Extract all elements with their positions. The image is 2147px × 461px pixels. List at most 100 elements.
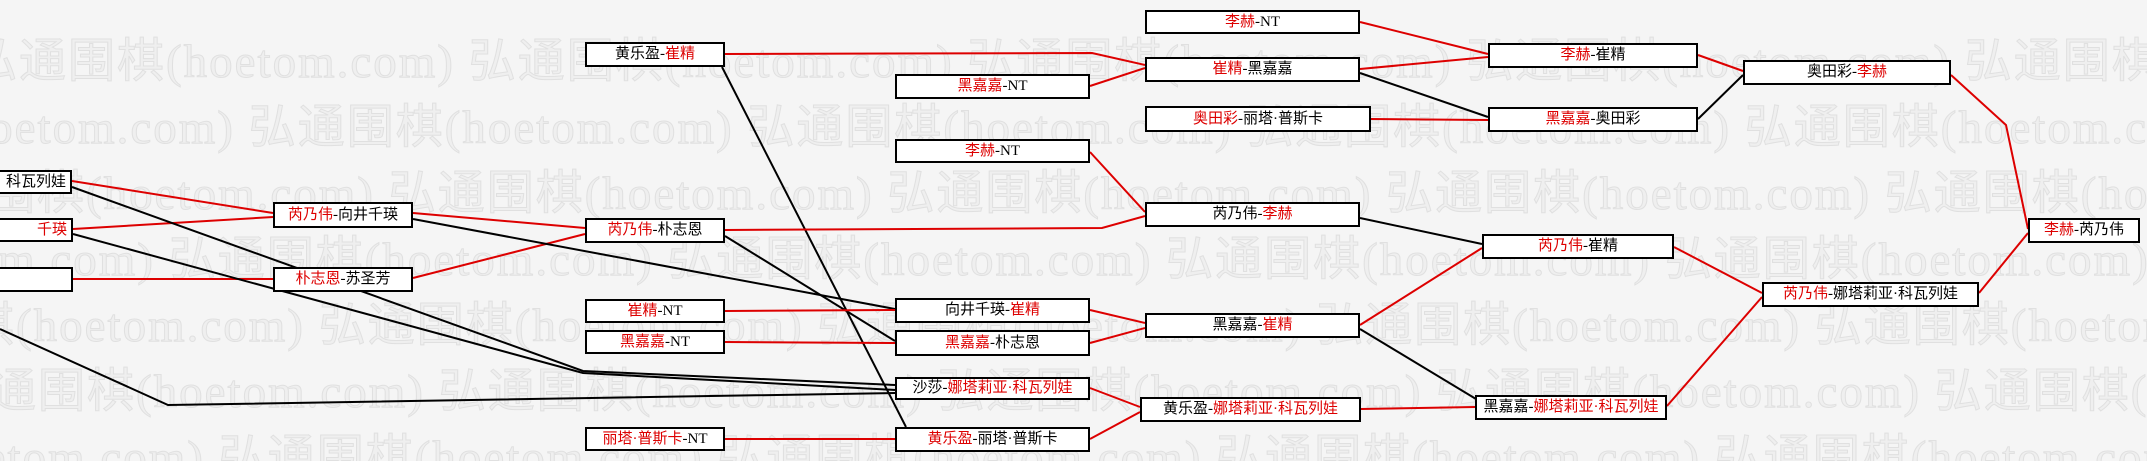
loser-path-line: [721, 66, 907, 428]
player-name: 黑嘉嘉: [1212, 317, 1258, 333]
player-name: NT: [662, 302, 683, 319]
player-name: -: [1005, 302, 1010, 318]
player-name: -: [652, 222, 658, 238]
loser-path-line: [72, 233, 896, 391]
winner-path-line: [1359, 247, 1483, 326]
winner-path-line: [1359, 56, 1489, 70]
player-name: -: [1828, 286, 1833, 302]
winner-player-name: 芮乃伟: [1782, 286, 1828, 302]
match-box: 芮乃伟-李赫: [1145, 202, 1360, 227]
winner-player-name: 黑嘉嘉: [944, 334, 990, 351]
player-name: -: [1208, 401, 1213, 417]
loser-path-line: [1359, 72, 1489, 118]
winner-player-name: 娜塔莉亚·科瓦列娃: [1533, 399, 1659, 415]
player-name: 奥田彩: [1806, 64, 1852, 80]
player-name: NT: [1000, 142, 1020, 159]
match-box: 芮乃伟-向井千瑛: [273, 202, 413, 228]
player-name: 芮乃伟: [2079, 222, 2125, 238]
winner-path-line: [1666, 296, 1763, 407]
player-name: -: [1002, 78, 1008, 94]
player-name: 苏圣芳: [345, 271, 391, 287]
player-name: 丽塔·普斯卡: [1243, 110, 1323, 127]
loser-path-line: [71, 186, 896, 386]
winner-path-line: [1697, 54, 1744, 72]
player-name: 黄乐盈: [614, 46, 660, 62]
match-box: 李赫-NT: [895, 139, 1090, 163]
winner-player-name: 李赫: [2043, 222, 2074, 238]
player-name: 丽塔·普斯卡: [977, 431, 1058, 447]
winner-path-line: [724, 51, 1146, 66]
winner-player-name: 丽塔·普斯卡: [602, 430, 683, 447]
match-box: 向井千瑛-崔精: [895, 298, 1090, 323]
winner-path-line: [1360, 406, 1476, 410]
loser-path-line: [1697, 74, 1744, 120]
player-name: 向井千瑛: [338, 206, 399, 223]
winner-path-line: [1370, 118, 1489, 121]
player-name: -: [660, 46, 665, 62]
match-box: 丽塔·普斯卡-NT: [585, 427, 725, 451]
player-name: 向井千瑛: [944, 302, 1005, 318]
winner-path-line: [1089, 151, 1146, 213]
winner-player-name: 李赫: [964, 142, 995, 159]
winner-path-line: [1359, 21, 1489, 55]
player-name: 朴志恩: [995, 334, 1041, 351]
winner-player-name: 黑嘉嘉: [957, 78, 1003, 94]
player-name: 科瓦列娃: [5, 173, 66, 190]
player-name: -: [2074, 222, 2079, 238]
winner-path-line: [1089, 309, 1146, 324]
match-box: 黑嘉嘉-NT: [895, 74, 1090, 99]
winner-player-name: 千瑛: [36, 221, 67, 238]
winner-player-name: 黑嘉嘉: [1545, 111, 1591, 127]
player-name: -: [333, 206, 338, 223]
player-name: -: [682, 430, 688, 447]
match-box: 李赫-崔精: [1488, 43, 1698, 68]
winner-path-line: [412, 212, 586, 229]
loser-path-line: [412, 218, 896, 310]
match-box: 黑嘉嘉-NT: [585, 330, 725, 354]
player-name: -: [990, 334, 995, 351]
winner-player-name: 崔精: [1212, 61, 1243, 77]
match-box: 黑嘉嘉-奥田彩: [1488, 107, 1698, 132]
winner-player-name: 芮乃伟: [1537, 238, 1583, 254]
match-box: 奥田彩-李赫: [1743, 60, 1951, 85]
player-name: 黑嘉嘉: [1483, 399, 1529, 415]
winner-player-name: 朴志恩: [295, 271, 341, 287]
player-name: 崔精: [1595, 47, 1626, 63]
player-name: -: [1590, 47, 1596, 63]
winner-path-line: [1089, 327, 1146, 344]
winner-path-line: [71, 180, 274, 214]
player-name: 朴志恩: [657, 222, 703, 238]
match-box: 黑嘉嘉-娜塔莉亚·科瓦列娃: [1475, 395, 1667, 420]
player-name: 黄乐盈: [1162, 401, 1208, 417]
player-name: 奥田彩: [1595, 111, 1641, 127]
winner-player-name: 李赫: [1262, 206, 1293, 222]
winner-path-line: [1950, 74, 2029, 230]
player-name: -: [1255, 13, 1260, 30]
player-name: -: [665, 333, 670, 350]
match-box: 黑嘉嘉-崔精: [1145, 313, 1360, 338]
match-box: 朴志恩-苏圣芳: [273, 267, 413, 292]
loser-path-line: [724, 235, 896, 342]
player-name: NT: [1260, 13, 1280, 30]
player-name: 黑嘉嘉: [1247, 61, 1293, 77]
winner-player-name: 崔精: [1010, 302, 1041, 318]
winner-player-name: 奥田彩: [1192, 110, 1238, 127]
winner-path-line: [412, 233, 586, 279]
winner-player-name: 黑嘉嘉: [619, 333, 665, 350]
player-name: NT: [670, 333, 690, 350]
player-name: 崔精: [1588, 238, 1619, 254]
player-name: 芮乃伟: [1212, 206, 1258, 222]
match-box: 黄乐盈-丽塔·普斯卡: [895, 427, 1090, 452]
player-name: -: [1257, 206, 1263, 222]
winner-player-name: 崔精: [665, 46, 696, 62]
match-box: 黄乐盈-崔精: [585, 42, 725, 67]
match-box: 沙莎-娜塔莉亚·科瓦列娃: [895, 377, 1090, 400]
match-box: [0, 267, 73, 292]
player-name: -: [1238, 110, 1243, 127]
player-name: -: [942, 380, 948, 396]
winner-player-name: 芮乃伟: [287, 206, 333, 223]
winner-path-line: [1978, 232, 2029, 294]
match-box: 崔精-黑嘉嘉: [1145, 57, 1360, 82]
winner-player-name: 李赫: [1224, 13, 1255, 30]
